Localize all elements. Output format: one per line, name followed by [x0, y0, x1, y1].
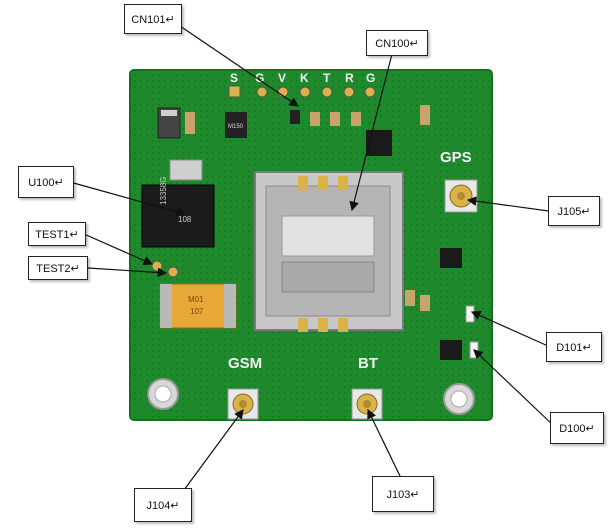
- arrow-test1: [83, 233, 154, 266]
- cap-marking-2: 107: [190, 307, 204, 316]
- d101-led: [465, 305, 475, 323]
- cap-marking-1: M01: [188, 295, 204, 304]
- sim-card-holder: [254, 171, 404, 332]
- pin-label-r: R: [345, 71, 354, 85]
- tantalum-capacitor: M01 107: [159, 283, 237, 329]
- arrow-j103: [367, 408, 401, 477]
- gps-silk-label: GPS: [440, 149, 472, 166]
- pin-label-t: T: [323, 71, 331, 85]
- pin-header: [228, 85, 376, 98]
- test2-pad: [167, 266, 179, 278]
- pin-label-g: G: [255, 71, 264, 85]
- callout-d100: D100↵: [550, 412, 604, 444]
- arrow-j105: [466, 196, 557, 213]
- callout-test2: TEST2↵: [28, 256, 88, 280]
- callout-test1: TEST1↵: [28, 222, 86, 246]
- callout-cn100: CN100↵: [366, 30, 428, 56]
- pin-label-v: V: [278, 71, 286, 85]
- smd-components-top: M150: [157, 105, 462, 360]
- arrow-d100: [473, 349, 555, 427]
- pin-label-s: S: [230, 71, 238, 85]
- callout-arrows: [69, 25, 557, 491]
- svg-text:M150: M150: [228, 124, 244, 130]
- callout-j104: J104↵: [134, 488, 192, 522]
- u100-marking-1: 13358G: [159, 177, 168, 205]
- test1-pad: [151, 260, 163, 272]
- j105-connector: [444, 179, 478, 213]
- arrow-cn101: [179, 25, 299, 107]
- arrow-d101: [470, 311, 549, 347]
- callout-cn101: CN101↵: [124, 4, 182, 34]
- callout-j103: J103↵: [372, 476, 434, 512]
- pin-label-g2: G: [366, 71, 375, 85]
- callout-d101: D101↵: [546, 332, 602, 362]
- gsm-silk-label: GSM: [228, 355, 262, 372]
- bt-silk-label: BT: [358, 355, 378, 372]
- u100-marking-2: 108: [178, 215, 192, 224]
- pin-label-k: K: [300, 71, 309, 85]
- arrow-u100: [69, 181, 187, 217]
- mounting-hole-left: [147, 378, 179, 410]
- j103-connector: [351, 388, 383, 420]
- arrow-j104: [183, 409, 244, 491]
- arrow-cn100: [349, 53, 393, 212]
- callout-j105: J105↵: [548, 196, 600, 226]
- callout-u100: U100↵: [18, 166, 74, 198]
- arrow-test2: [87, 267, 168, 278]
- mounting-hole-right: [443, 383, 475, 415]
- j104-connector: [227, 388, 259, 420]
